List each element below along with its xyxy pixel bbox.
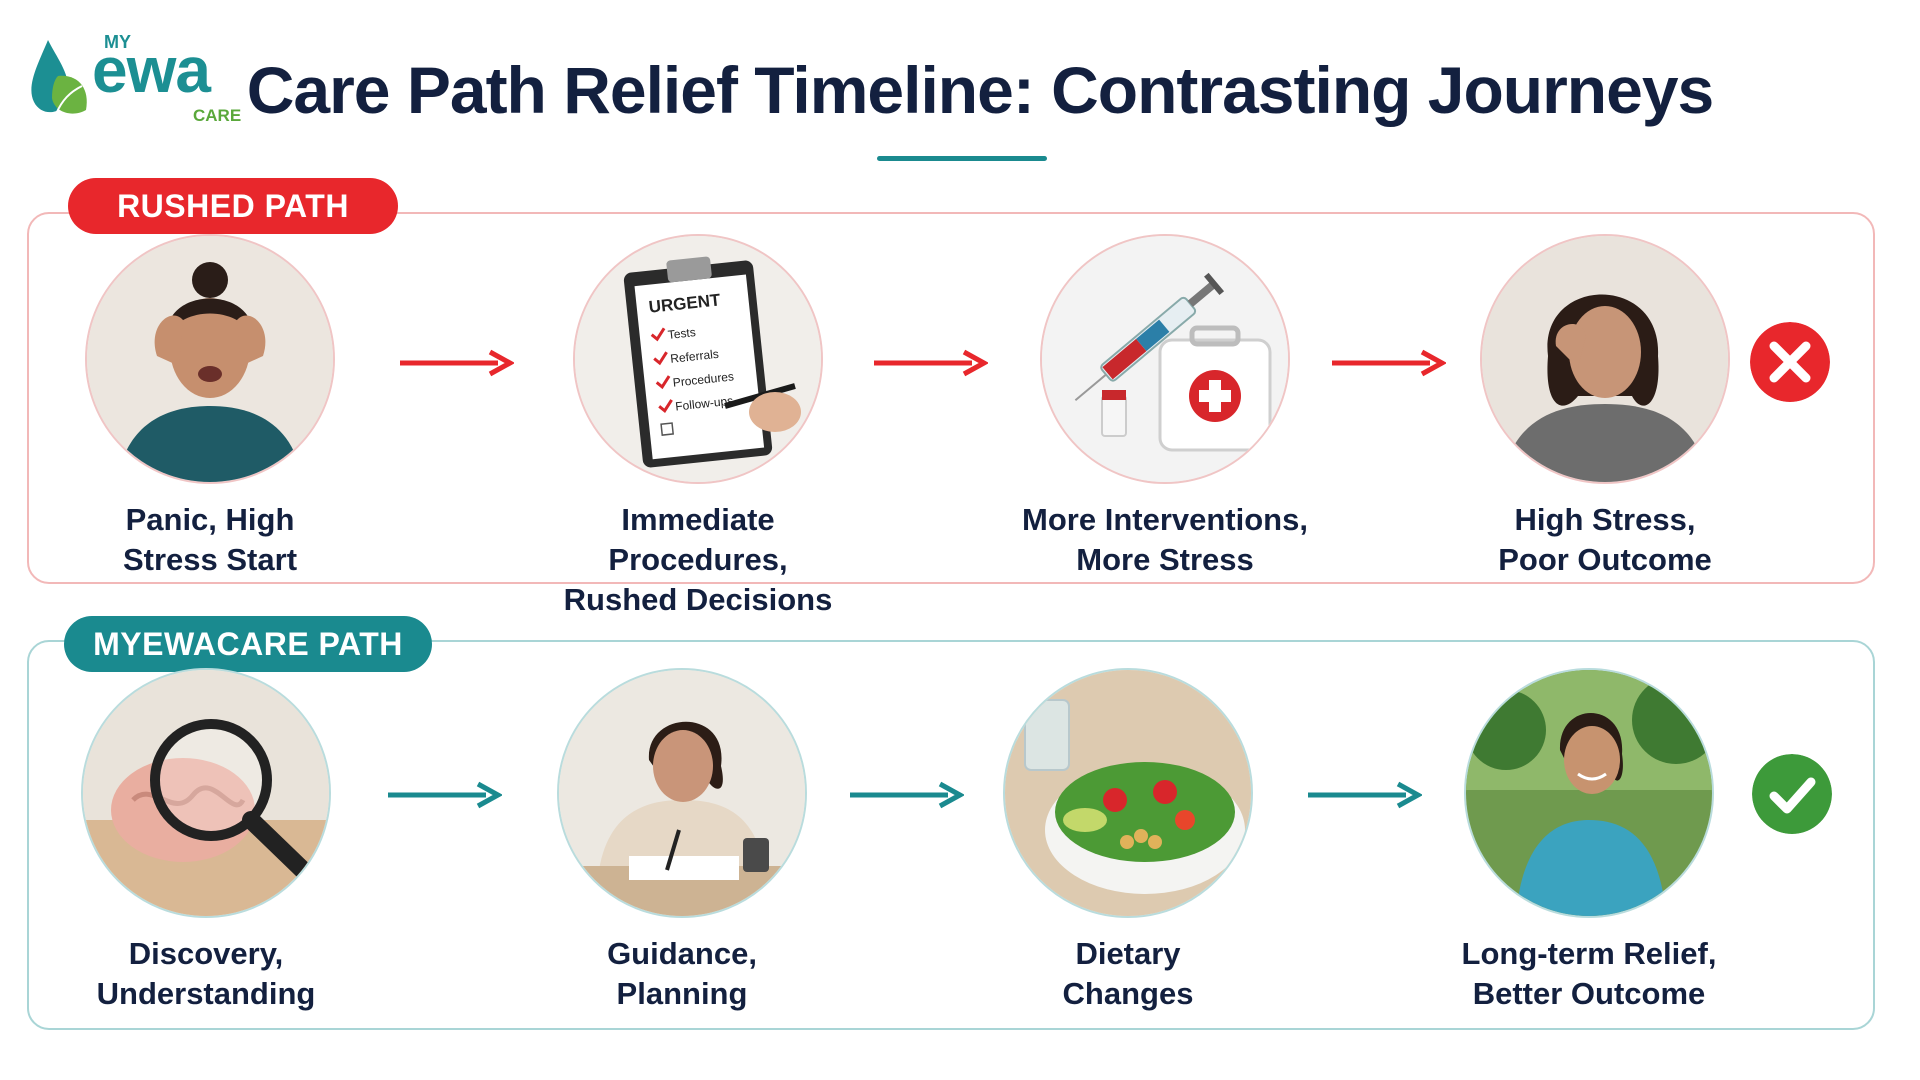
care-step-2: Guidance, Planning	[512, 668, 852, 1014]
care-arrow-1	[386, 780, 502, 810]
rushed-step-1: Panic, High Stress Start	[40, 234, 380, 580]
rushed-step-2-label: Immediate Procedures, Rushed Decisions	[528, 500, 868, 620]
rushed-arrow-1	[398, 348, 514, 378]
care-step-1-label: Discovery, Understanding	[36, 934, 376, 1014]
title-underline	[877, 156, 1047, 161]
jogging-person-icon	[1464, 668, 1714, 918]
rushed-step-4: High Stress, Poor Outcome	[1435, 234, 1775, 580]
salad-bowl-icon	[1003, 668, 1253, 918]
care-step-3: Dietary Changes	[958, 668, 1298, 1014]
rushed-arrow-2	[872, 348, 988, 378]
rushed-step-1-label: Panic, High Stress Start	[40, 500, 380, 580]
x-icon	[1750, 322, 1830, 402]
care-path-label: MYEWACARE PATH	[64, 616, 432, 672]
care-step-3-label: Dietary Changes	[958, 934, 1298, 1014]
page-title: Care Path Relief Timeline: Contrasting J…	[0, 52, 1920, 128]
rushed-step-4-label: High Stress, Poor Outcome	[1435, 500, 1775, 580]
rushed-step-3: More Interventions, More Stress	[995, 234, 1335, 580]
brain-magnifier-icon	[81, 668, 331, 918]
checklist-item-tests: Tests	[667, 325, 696, 342]
writing-person-icon	[557, 668, 807, 918]
care-step-1: Discovery, Understanding	[36, 668, 376, 1014]
rushed-path-label: RUSHED PATH	[68, 178, 398, 234]
stressed-person-icon	[85, 234, 335, 484]
rushed-step-3-label: More Interventions, More Stress	[995, 500, 1335, 580]
check-icon	[1752, 754, 1832, 834]
care-step-4: Long-term Relief, Better Outcome	[1419, 668, 1759, 1014]
clipboard-icon: URGENT Tests Referrals Procedures Follow…	[573, 234, 823, 484]
care-step-4-label: Long-term Relief, Better Outcome	[1419, 934, 1759, 1014]
rushed-step-2: URGENT Tests Referrals Procedures Follow…	[528, 234, 868, 620]
worried-person-icon	[1480, 234, 1730, 484]
care-arrow-3	[1306, 780, 1422, 810]
syringe-medkit-icon	[1040, 234, 1290, 484]
rushed-arrow-3	[1330, 348, 1446, 378]
care-arrow-2	[848, 780, 964, 810]
care-step-2-label: Guidance, Planning	[512, 934, 852, 1014]
